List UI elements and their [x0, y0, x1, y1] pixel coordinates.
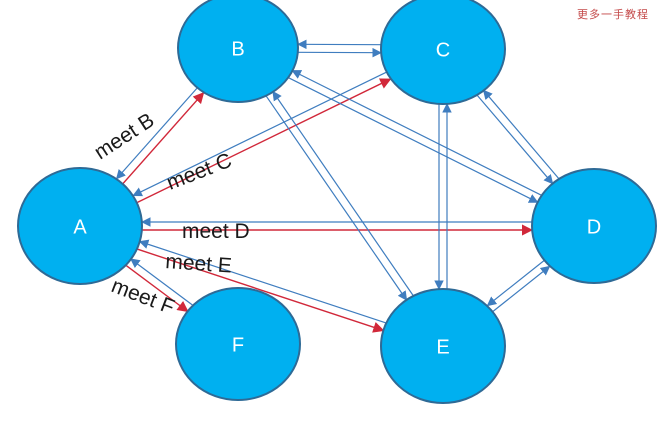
node-label-a: A [73, 216, 87, 238]
node-label-d: D [587, 216, 601, 238]
edge-f-to-a [130, 258, 193, 306]
node-c: C [380, 0, 506, 105]
edge-c-to-d [476, 95, 554, 185]
node-circle-d [531, 168, 657, 284]
edge-d-to-e [486, 259, 545, 307]
edge-label-a-e: meet E [165, 250, 233, 278]
edge-e-to-a [138, 239, 387, 324]
node-circle-c [380, 0, 506, 105]
edge-b-to-d [288, 77, 539, 203]
edge-d-to-b [291, 70, 542, 196]
edge-e-to-d [492, 265, 551, 313]
node-label-e: E [436, 336, 449, 358]
edge-a-to-f [125, 264, 189, 313]
node-a: A [17, 167, 143, 285]
node-d: D [531, 168, 657, 284]
node-label-b: B [231, 38, 244, 60]
node-f: F [175, 287, 301, 401]
edge-e-to-b [272, 90, 414, 296]
edge-layer [115, 39, 560, 333]
edge-a-to-c [136, 78, 392, 204]
node-b: B [177, 0, 299, 103]
edge-d-to-c [482, 89, 560, 179]
node-layer: A B C D E F [17, 0, 657, 404]
node-e: E [380, 288, 506, 404]
node-circle-a [17, 167, 143, 285]
edge-b-to-e [265, 95, 408, 301]
edge-a-to-e [136, 248, 385, 333]
edge-b-to-a [115, 87, 199, 180]
edge-label-a-d: meet D [182, 220, 250, 243]
node-circle-f [175, 287, 301, 401]
edge-a-to-b [122, 91, 205, 185]
edge-c-to-a [132, 71, 388, 197]
watermark-text: 更多一手教程 [577, 8, 649, 21]
node-label-f: F [232, 334, 244, 356]
edge-label-a-f: meet F [108, 274, 177, 319]
edge-label-a-c: meet C [164, 149, 235, 195]
node-label-c: C [436, 39, 450, 61]
node-circle-e [380, 288, 506, 404]
node-circle-b [177, 0, 299, 103]
